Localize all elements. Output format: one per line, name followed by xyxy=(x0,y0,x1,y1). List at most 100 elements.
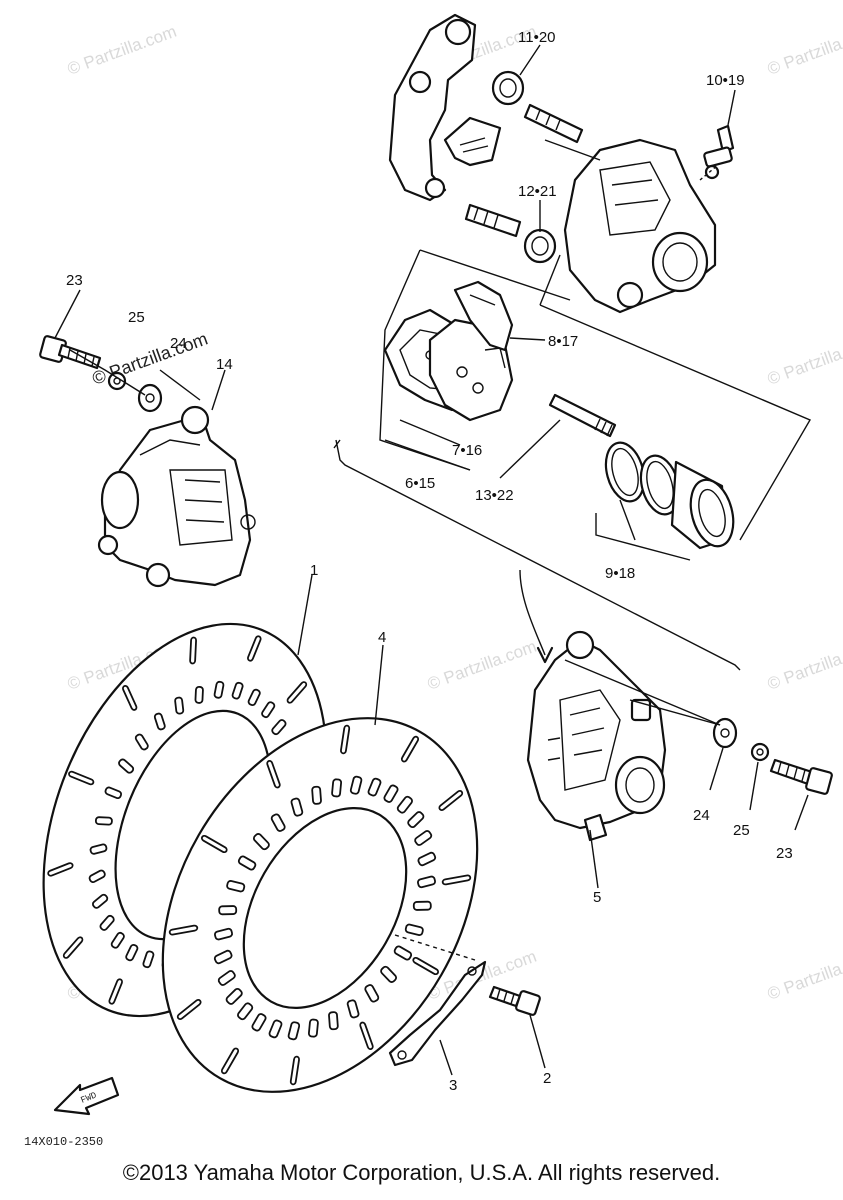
watermark-1: © Partzilla.com xyxy=(65,22,179,79)
disc4-inner-slot xyxy=(226,880,246,893)
label-part-3: 3 xyxy=(449,1077,457,1094)
disc1-outer-slot xyxy=(62,936,84,959)
disc4-outer-slot xyxy=(220,1047,240,1075)
disc-bolt-2[interactable] xyxy=(488,985,541,1016)
piston-seal-9-18[interactable] xyxy=(600,438,685,518)
bolt-23-right[interactable] xyxy=(769,758,833,795)
brake-disc-4[interactable] xyxy=(99,662,541,1148)
caliper-piston[interactable] xyxy=(670,460,740,551)
slide-boot-11-20[interactable] xyxy=(491,70,584,144)
watermark-7: © Partzilla.com xyxy=(765,637,843,694)
label-part-25-right: 25 xyxy=(733,822,750,839)
disc4-inner-slot xyxy=(346,999,360,1019)
label-part-5: 5 xyxy=(593,889,601,906)
disc1-outer-slot xyxy=(122,684,138,711)
assembly-lines xyxy=(69,139,812,961)
disc4-outer-slot xyxy=(359,1021,374,1051)
disc4-outer-slot xyxy=(266,759,281,789)
spring-washer-25-right[interactable] xyxy=(750,742,770,762)
disc1-inner-slot xyxy=(92,893,109,909)
disc4-inner-slot xyxy=(383,784,399,803)
pad-shim-8-17[interactable] xyxy=(453,280,514,352)
disc4-inner-slot xyxy=(217,970,236,986)
disc1-outer-slot xyxy=(286,681,308,704)
disc4-inner-slot xyxy=(412,900,432,911)
brake-caliper-5[interactable] xyxy=(526,630,667,842)
disc4-inner-slot xyxy=(218,905,238,916)
disc1-inner-slot xyxy=(271,719,287,736)
bleed-screw-10-19[interactable] xyxy=(703,124,735,180)
lock-washer-3[interactable] xyxy=(388,960,487,1067)
watermark-4: © Partzilla.com xyxy=(765,332,843,389)
label-part-23-left: 23 xyxy=(66,272,83,289)
caliper-body-upper[interactable] xyxy=(563,138,717,314)
disc4-inner-slot xyxy=(396,795,413,814)
label-part-7-16: 7•16 xyxy=(452,442,482,459)
disc1-outer-slot xyxy=(247,635,262,662)
disc1-inner-slot xyxy=(142,950,155,969)
disc4-inner-slot xyxy=(270,813,286,832)
disc4-inner-slot xyxy=(417,851,437,867)
disc4-outer-slot xyxy=(200,834,228,854)
label-part-1: 1 xyxy=(310,562,318,579)
watermark-3: © Partzilla.com xyxy=(765,22,843,79)
disc1-inner-slot xyxy=(125,943,139,962)
disc4-inner-slot xyxy=(404,923,424,936)
part-labels: 1 4 5 2 3 14 23 25 24 11•20 10•19 12•21 … xyxy=(66,29,793,1094)
support-bolt-13-22[interactable] xyxy=(548,393,617,438)
disc4-inner-slot xyxy=(237,855,257,871)
disc1-inner-slot xyxy=(231,681,244,700)
disc4-inner-slot xyxy=(287,1021,301,1041)
label-part-9-18: 9•18 xyxy=(605,565,635,582)
slide-pin-12-21[interactable] xyxy=(464,203,557,264)
copyright-notice: ©2013 Yamaha Motor Corporation, U.S.A. A… xyxy=(122,1160,721,1185)
label-part-10-19: 10•19 xyxy=(706,72,745,89)
disc4-outer-slot xyxy=(412,956,440,976)
disc4-inner-slot xyxy=(311,785,322,805)
disc1-inner-slot xyxy=(104,786,123,800)
bolt-23-left[interactable] xyxy=(39,335,102,370)
label-part-2: 2 xyxy=(543,1070,551,1087)
washer-24-right[interactable] xyxy=(712,717,738,749)
disc4-inner-slot xyxy=(349,775,363,795)
disc1-inner-slot xyxy=(118,758,135,774)
disc1-inner-slot xyxy=(174,696,185,715)
washer-24-left[interactable] xyxy=(137,383,163,413)
watermark-10: © Partzilla.com xyxy=(765,947,843,1004)
disc1-inner-slot xyxy=(247,688,261,707)
label-part-13-22: 13•22 xyxy=(475,487,514,504)
disc4-inner-slot xyxy=(214,927,233,941)
disc4-outer-slot xyxy=(441,874,472,886)
disc1-outer-slot xyxy=(68,770,95,786)
label-part-23-right: 23 xyxy=(776,845,793,862)
caliper-bracket[interactable] xyxy=(388,13,477,202)
disc1-inner-slot xyxy=(194,685,204,704)
label-part-6-15: 6•15 xyxy=(405,475,435,492)
drawing-code: 14X010-2350 xyxy=(24,1135,103,1149)
disc4-inner-slot xyxy=(251,1013,267,1032)
disc1-inner-slot xyxy=(99,914,115,931)
disc4-inner-slot xyxy=(380,965,398,983)
watermark-6: © Partzilla.com xyxy=(425,637,539,694)
label-part-4: 4 xyxy=(378,629,386,646)
disc4-inner-slot xyxy=(393,945,413,961)
watermark-11: © Partzilla.com xyxy=(90,328,211,388)
disc1-inner-slot xyxy=(153,712,166,731)
brake-caliper-14[interactable] xyxy=(97,405,256,588)
label-part-11-20: 11•20 xyxy=(518,29,556,46)
disc1-inner-slot xyxy=(88,869,106,884)
spring-washer-25-left[interactable] xyxy=(107,371,127,391)
disc1-inner-slot xyxy=(134,733,149,751)
label-part-12-21: 12•21 xyxy=(518,183,557,200)
disc4-inner-slot xyxy=(364,984,380,1003)
pad-spring[interactable] xyxy=(443,116,502,167)
disc4-outer-slot xyxy=(438,790,464,811)
disc1-outer-slot xyxy=(47,862,74,877)
disc1-inner-slot xyxy=(261,701,276,719)
disc4-inner-slot xyxy=(414,830,433,846)
disc4-inner-slot xyxy=(328,1011,339,1031)
label-part-8-17: 8•17 xyxy=(548,333,578,350)
disc4-outer-slot xyxy=(340,724,351,755)
disc4-outer-slot xyxy=(168,924,199,936)
